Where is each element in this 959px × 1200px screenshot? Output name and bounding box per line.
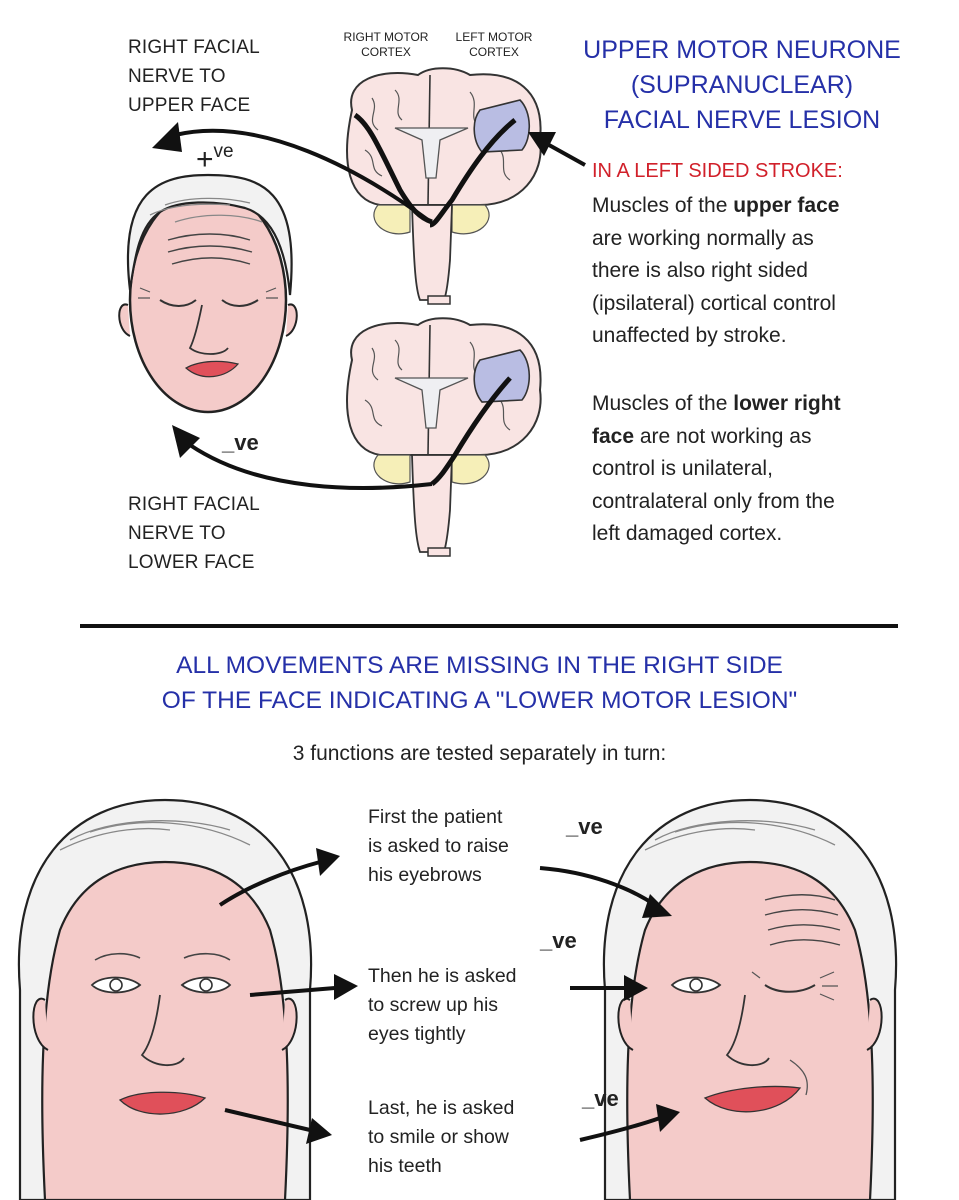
para1-line-1-text: Muscles of the — [592, 194, 734, 217]
step1-line-1: First the patient — [368, 806, 503, 828]
upper-face-nerve-label-line-2: NERVE TO — [128, 66, 226, 87]
lower-face-explanation: Muscles of the lower right face are not … — [592, 388, 942, 551]
para1-line-1: Muscles of the upper face — [592, 190, 942, 223]
step2-negative-sign: _ve — [540, 928, 577, 953]
step2-line-2: to screw up his — [368, 994, 499, 1016]
top-arrows — [152, 122, 586, 490]
step2-line-3: eyes tightly — [368, 1023, 466, 1045]
para2-emphasis-face: face — [592, 424, 635, 448]
umn-title-line-1: UPPER MOTOR NEURONE — [583, 36, 901, 64]
umn-title-line-3: FACIAL NERVE LESION — [603, 106, 881, 134]
step2-line-1: Then he is asked — [368, 965, 517, 987]
upper-face-sign: +ve — [196, 140, 234, 177]
upper-brain-illustration — [346, 67, 542, 305]
step3-line-2: to smile or show — [368, 1126, 509, 1148]
step1-line-3: his eyebrows — [368, 864, 482, 886]
right-motor-cortex-label-line-2: CORTEX — [361, 45, 411, 59]
step-screw-eyes: Then he is asked to screw up his eyes ti… — [368, 962, 517, 1049]
lower-face-nerve-label-line-1: RIGHT FACIAL — [128, 494, 260, 515]
top-face-illustration — [118, 173, 298, 414]
para1-line-2: are working normally as — [592, 226, 814, 250]
normal-face-illustration — [17, 798, 313, 1200]
lower-brain-illustration — [346, 317, 542, 557]
step3-line-1: Last, he is asked — [368, 1097, 515, 1119]
step3-line-3: his teeth — [368, 1155, 442, 1177]
para2-line-5: left damaged cortex. — [592, 522, 783, 545]
umn-lesion-title: UPPER MOTOR NEURONE (SUPRANUCLEAR) FACIA… — [570, 33, 914, 138]
para2-line-3: control is unilateral, — [592, 457, 773, 480]
upper-face-nerve-label: RIGHT FACIAL NERVE TO UPPER FACE — [128, 33, 260, 120]
upper-face-explanation: Muscles of the upper face are working no… — [592, 190, 942, 353]
upper-face-nerve-label-line-3: UPPER FACE — [128, 95, 251, 116]
lmn-title-line-2: OF THE FACE INDICATING A "LOWER MOTOR LE… — [161, 687, 798, 714]
lmn-title-line-1: ALL MOVEMENTS ARE MISSING IN THE RIGHT S… — [176, 652, 783, 679]
para1-emphasis-upper-face: upper face — [733, 194, 840, 217]
para1-line-3: there is also right sided — [592, 259, 808, 282]
left-motor-cortex-label-line-1: LEFT MOTOR — [455, 30, 533, 44]
step1-negative-sign: _ve — [566, 814, 603, 839]
para1-line-5: unaffected by stroke. — [592, 324, 787, 347]
para2-line-2-text: are not working as — [634, 424, 812, 448]
para2-line-4: contralateral only from the — [592, 489, 835, 513]
lmn-lesion-title: ALL MOVEMENTS ARE MISSING IN THE RIGHT S… — [0, 648, 959, 718]
plus-sign: + — [196, 143, 214, 176]
step-smile: Last, he is asked to smile or show his t… — [368, 1094, 514, 1181]
upper-face-nerve-label-line-1: RIGHT FACIAL — [128, 37, 260, 58]
functions-subtitle: 3 functions are tested separately in tur… — [292, 742, 667, 765]
stroke-heading: IN A LEFT SIDED STROKE: — [592, 160, 843, 182]
umn-title-line-2: (SUPRANUCLEAR) — [630, 71, 854, 99]
step-raise-eyebrows: First the patient is asked to raise his … — [368, 803, 509, 890]
lesion-face-illustration — [602, 798, 898, 1200]
lower-face-sign: _ve — [222, 430, 259, 455]
lower-face-nerve-label-line-3: LOWER FACE — [128, 552, 255, 573]
step3-negative-sign: _ve — [582, 1086, 619, 1111]
right-motor-cortex-label-line-1: RIGHT MOTOR — [343, 30, 429, 44]
para2-emphasis-lower-right: lower right — [733, 392, 841, 415]
right-motor-cortex-label: RIGHT MOTOR CORTEX — [334, 30, 438, 60]
para2-line-1-text: Muscles of the — [592, 392, 734, 415]
ve-superscript: ve — [213, 140, 234, 162]
para2-line-1: Muscles of the lower right — [592, 388, 942, 421]
para2-line-2: face are not working as — [592, 421, 942, 454]
lower-face-nerve-label-line-2: NERVE TO — [128, 523, 226, 544]
lower-face-nerve-label: RIGHT FACIAL NERVE TO LOWER FACE — [128, 490, 260, 577]
left-motor-cortex-label: LEFT MOTOR CORTEX — [442, 30, 546, 60]
step1-line-2: is asked to raise — [368, 835, 509, 857]
para1-line-4: (ipsilateral) cortical control — [592, 291, 836, 315]
left-motor-cortex-label-line-2: CORTEX — [469, 45, 519, 59]
bottom-arrows — [218, 848, 680, 1144]
